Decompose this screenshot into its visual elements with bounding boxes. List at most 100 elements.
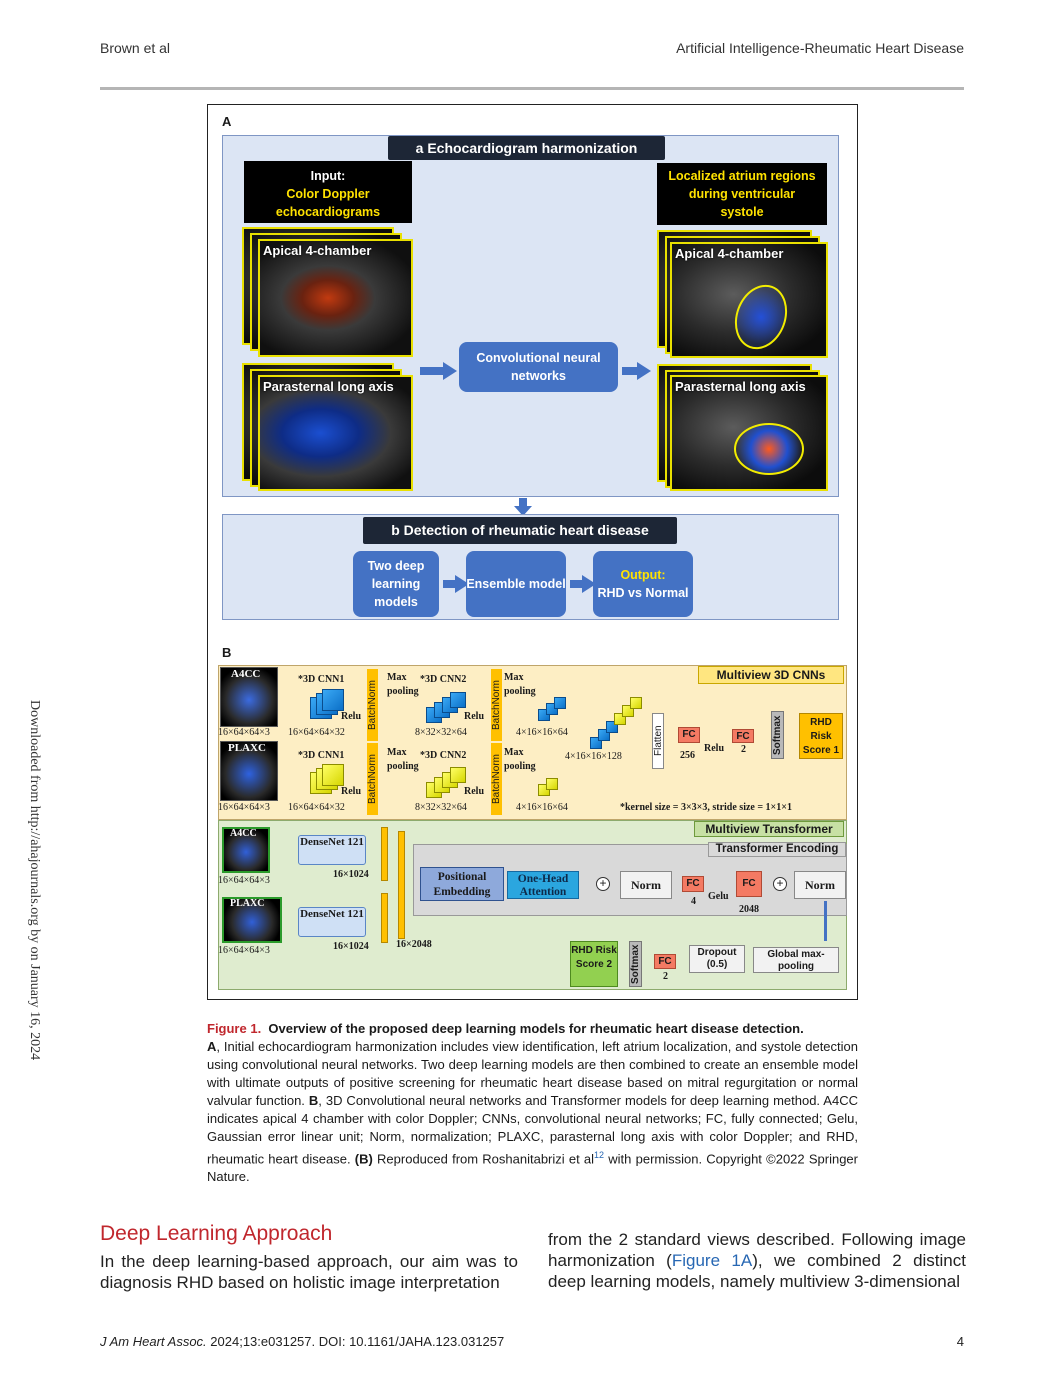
echo-plax-output: Parasternal long axis — [670, 375, 828, 491]
caption-repro-text: Reproduced from Roshanitabrizi et al — [372, 1151, 595, 1167]
conv-block-2d — [450, 692, 466, 708]
harmonization-title: a Echocardiogram harmonization — [388, 136, 665, 160]
tf-fc-2: FC — [654, 954, 676, 969]
arrow-down-shaft — [519, 498, 527, 508]
softmax-2: Softmax — [629, 941, 642, 987]
feat-bar-1 — [381, 827, 388, 881]
tf-fc-2048: FC — [736, 871, 762, 897]
caption-body: A, Initial echocardiogram harmonization … — [207, 1038, 858, 1186]
tf-fc-4: FC — [682, 876, 704, 892]
running-head-title: Artificial Intelligence-Rheumatic Heart … — [676, 40, 964, 56]
body-column-right: from the 2 standard views described. Fol… — [548, 1229, 966, 1292]
tf-dim-in-1: 16×64×64×3 — [218, 875, 270, 886]
header-rule — [100, 87, 964, 90]
dn-out-1: 16×1024 — [333, 869, 369, 880]
flatten-block: Flatten — [652, 713, 664, 769]
batchnorm-2b: BatchNorm — [491, 743, 502, 815]
output-body: RHD vs Normal — [597, 586, 689, 600]
fc-256: FC — [678, 727, 700, 743]
cnn1-label-1: *3D CNN1 — [298, 674, 345, 685]
dim-c2-1: 8×32×32×64 — [415, 727, 467, 738]
arrow-shaft-in — [420, 367, 444, 375]
view2-out-label: Parasternal long axis — [675, 379, 806, 394]
figure-1a-link[interactable]: Figure 1A — [671, 1251, 753, 1270]
dim-c4: 4×16×16×128 — [565, 751, 622, 762]
a4cc-label: A4CC — [231, 668, 261, 680]
conv-block-4f — [630, 697, 642, 709]
echo-a4c-output: Apical 4-chamber — [670, 242, 828, 358]
rhd-risk-score-1: RHD Risk Score 1 — [799, 713, 843, 759]
maxpool-1a: Max pooling — [387, 672, 419, 697]
conv-block-3c — [554, 697, 566, 709]
caption-label: Figure 1. — [207, 1021, 262, 1036]
tf-fc-2048-n: 2048 — [739, 904, 759, 915]
arrow-shaft — [570, 580, 584, 588]
atrium-ellipse — [726, 277, 796, 357]
arrow-shaft-out — [622, 367, 638, 375]
view1-out-label: Apical 4-chamber — [675, 246, 784, 261]
arrow-right-icon — [637, 362, 651, 380]
dim-c3-1: 4×16×16×64 — [516, 727, 568, 738]
conv-y-2d — [450, 767, 466, 783]
cnn1-label-2: *3D CNN1 — [298, 750, 345, 761]
section-heading: Deep Learning Approach — [100, 1222, 333, 1245]
tf-a4cc-label: A4CC — [230, 828, 257, 839]
caption-a-text: , Initial echocardiogram harmonization i… — [207, 1039, 858, 1108]
journal-name: J Am Heart Assoc. — [100, 1334, 207, 1349]
reference-link[interactable]: 12 — [594, 1150, 605, 1160]
conv-y-1c — [322, 764, 344, 786]
add-icon-2: + — [773, 877, 787, 891]
citation-text: 2024;13:e031257. DOI: 10.1161/JAHA.123.0… — [206, 1334, 505, 1349]
a4cc-thumb: A4CC — [220, 667, 278, 727]
positional-embedding: Positional Embedding — [420, 867, 504, 901]
caption-title-line: Figure 1. Overview of the proposed deep … — [207, 1020, 858, 1038]
densenet-2: DenseNet 121 — [298, 907, 366, 937]
fc-2: FC — [732, 729, 754, 743]
kernel-note: *kernel size = 3×3×3, stride size = 1×1×… — [620, 802, 792, 813]
figure-1: A a Echocardiogram harmonization Input: … — [207, 104, 858, 1000]
right-text-2: ), we combined 2 distinct deep learning … — [548, 1251, 966, 1291]
relu-3: Relu — [704, 743, 724, 754]
dim-c1-1: 16×64×64×32 — [288, 727, 345, 738]
one-head-attention: One-Head Attention — [507, 871, 579, 899]
output-rhd-box: Output: RHD vs Normal — [593, 551, 693, 617]
output-box: Localized atrium regions during ventricu… — [657, 163, 827, 225]
running-head-authors: Brown et al — [100, 40, 171, 56]
plaxc-thumb: PLAXC — [220, 741, 278, 801]
output-head: Output: — [620, 568, 666, 582]
norm-1: Norm — [620, 871, 672, 899]
dn-out-2: 16×1024 — [333, 941, 369, 952]
relu-1: Relu — [341, 711, 361, 722]
panel-a-label: A — [222, 114, 232, 129]
cnn2-label-2: *3D CNN2 — [420, 750, 467, 761]
batchnorm-2a: BatchNorm — [367, 743, 378, 815]
arrow-right-icon — [455, 575, 469, 593]
dim-c1-2: 16×64×64×32 — [288, 802, 345, 813]
add-icon: + — [596, 877, 610, 891]
caption-b-label: B — [308, 1093, 319, 1108]
dim-in-1: 16×64×64×3 — [218, 727, 270, 738]
maxpool-2b: Max pooling — [504, 747, 536, 772]
conv-y-3b — [546, 778, 558, 790]
transformer-encoding-tag: Transformer Encoding — [708, 842, 846, 857]
tf-plaxc-thumb: PLAXC — [222, 897, 282, 943]
caption-repro-end: with permission. Copyright ©2022 Springe… — [207, 1151, 858, 1185]
ensemble-box: Ensemble model — [466, 551, 566, 617]
dim-c3-2: 4×16×16×64 — [516, 802, 568, 813]
atrium-ellipse-2 — [734, 423, 804, 475]
body-column-left: In the deep learning-based approach, our… — [100, 1252, 518, 1292]
densenet-1: DenseNet 121 — [298, 835, 366, 865]
batchnorm-1b: BatchNorm — [491, 669, 502, 741]
tf-a4cc-thumb: A4CC — [222, 827, 270, 873]
feat-bar-2 — [381, 893, 388, 943]
input-line-3: echocardiograms — [275, 205, 381, 219]
arrow-right-icon — [443, 362, 457, 380]
caption-b-text: , 3D Convolutional neural networks and T… — [207, 1093, 858, 1167]
page-number: 4 — [956, 1334, 964, 1349]
dim-in-2: 16×64×64×3 — [218, 802, 270, 813]
arrow-right-icon — [582, 575, 596, 593]
download-watermark: Downloaded from http://ahajournals.org b… — [27, 700, 42, 1061]
output-line-3: systole — [720, 205, 764, 219]
output-line-2: during ventricular — [688, 187, 796, 201]
arrow-down-icon — [514, 506, 532, 516]
